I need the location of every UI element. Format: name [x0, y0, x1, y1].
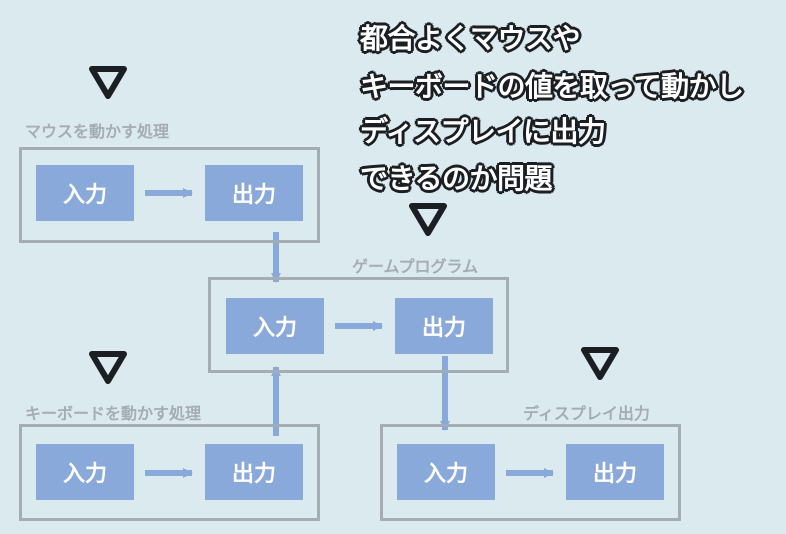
- down-triangle-icon: [581, 347, 619, 380]
- down-triangle-icon: [409, 203, 447, 236]
- callout-line-1: 都合よくマウスや: [360, 22, 581, 55]
- keyboard-input-node: 入力: [36, 444, 134, 500]
- game-input-node: 入力: [226, 298, 324, 354]
- mouse-input-node: 入力: [36, 165, 134, 221]
- game-group-label: ゲームプログラム: [352, 257, 479, 276]
- display-input-node: 入力: [397, 444, 495, 500]
- callout-line-2: キーボードの値を取って動かし: [360, 70, 744, 103]
- keyboard-group-frame: [19, 424, 320, 521]
- callout-line-4: できるのか問題: [360, 162, 552, 195]
- display-group-label: ディスプレイ出力: [523, 404, 650, 423]
- game-output-node: 出力: [395, 298, 493, 354]
- display-group-frame: [380, 424, 681, 521]
- mouse-group-frame: [19, 147, 320, 243]
- keyboard-output-node: 出力: [205, 444, 303, 500]
- game-group-frame: [208, 277, 509, 373]
- callout-line-3: ディスプレイに出力: [360, 115, 606, 148]
- display-output-node: 出力: [566, 444, 664, 500]
- keyboard-group-label: キーボードを動かす処理: [25, 404, 202, 423]
- mouse-group-label: マウスを動かす処理: [25, 122, 170, 141]
- down-triangle-icon: [89, 351, 127, 384]
- mouse-output-node: 出力: [205, 165, 303, 221]
- down-triangle-icon: [89, 66, 127, 99]
